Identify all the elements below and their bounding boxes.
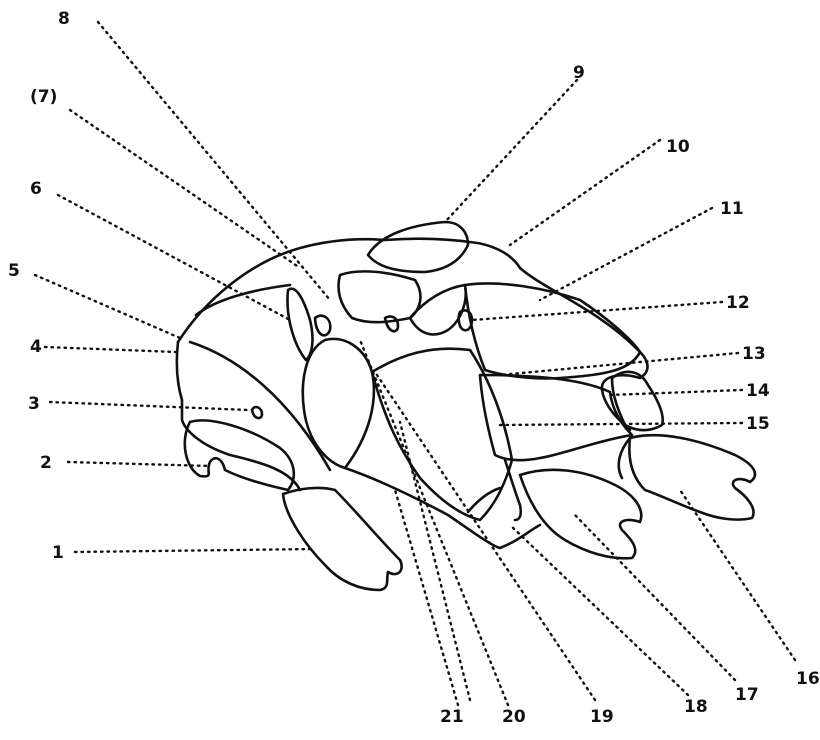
label-8: 8 xyxy=(58,9,70,29)
leader-7 xyxy=(70,110,300,268)
label-5: 5 xyxy=(8,261,20,281)
label-14: 14 xyxy=(746,381,770,401)
label-12: 12 xyxy=(726,293,750,313)
leader-4 xyxy=(45,347,176,352)
label-18: 18 xyxy=(684,697,708,717)
leader-20 xyxy=(360,340,508,705)
central-plate xyxy=(303,339,374,468)
leader-3 xyxy=(50,402,248,410)
label-19: 19 xyxy=(590,707,614,727)
tiny-joint xyxy=(385,316,398,331)
label-17: 17 xyxy=(735,685,759,705)
small-knob xyxy=(315,316,330,336)
upper-ridge xyxy=(196,285,290,315)
upper-middle-block xyxy=(339,271,421,322)
leader-8 xyxy=(98,22,330,300)
label-20: 20 xyxy=(502,707,526,727)
leader-17 xyxy=(575,515,735,680)
leader-18 xyxy=(510,525,688,695)
eye-spot-3 xyxy=(252,407,262,418)
label-15: 15 xyxy=(746,414,770,434)
label-16: 16 xyxy=(796,669,820,689)
label-11: 11 xyxy=(720,199,744,219)
label-4: 4 xyxy=(30,337,42,357)
lower-middle-claw-base xyxy=(505,460,521,520)
leader-1 xyxy=(75,549,315,552)
label-13: 13 xyxy=(742,344,766,364)
upper-crest xyxy=(368,222,468,272)
leader-21 xyxy=(395,490,458,705)
front-block xyxy=(177,342,300,490)
label-7: (7) xyxy=(30,87,57,107)
label-21: 21 xyxy=(440,707,464,727)
label-1: 1 xyxy=(52,543,64,563)
leader-16 xyxy=(680,490,795,660)
specimen-outline xyxy=(177,222,755,590)
leader-13 xyxy=(500,353,738,375)
label-3: 3 xyxy=(28,394,40,414)
carapace-outline xyxy=(178,239,648,430)
label-6: 6 xyxy=(30,179,42,199)
leader-10 xyxy=(510,140,660,245)
leader-9 xyxy=(445,80,577,222)
leader-lines xyxy=(35,22,795,705)
leader-11 xyxy=(540,208,712,300)
leader-14 xyxy=(610,390,742,395)
label-9: 9 xyxy=(573,63,585,83)
upper-right-lobe xyxy=(410,285,466,334)
upper-left-tab xyxy=(287,289,312,360)
label-10: 10 xyxy=(666,137,690,157)
leader-6 xyxy=(58,195,290,320)
left-claw xyxy=(185,420,294,490)
leader-5 xyxy=(35,275,180,338)
lower-middle-claw xyxy=(520,470,641,559)
label-2: 2 xyxy=(40,453,52,473)
number-labels: 1 2 3 4 5 6 (7) 8 9 10 11 12 13 14 15 16… xyxy=(8,9,820,727)
appendage-1 xyxy=(283,488,402,590)
